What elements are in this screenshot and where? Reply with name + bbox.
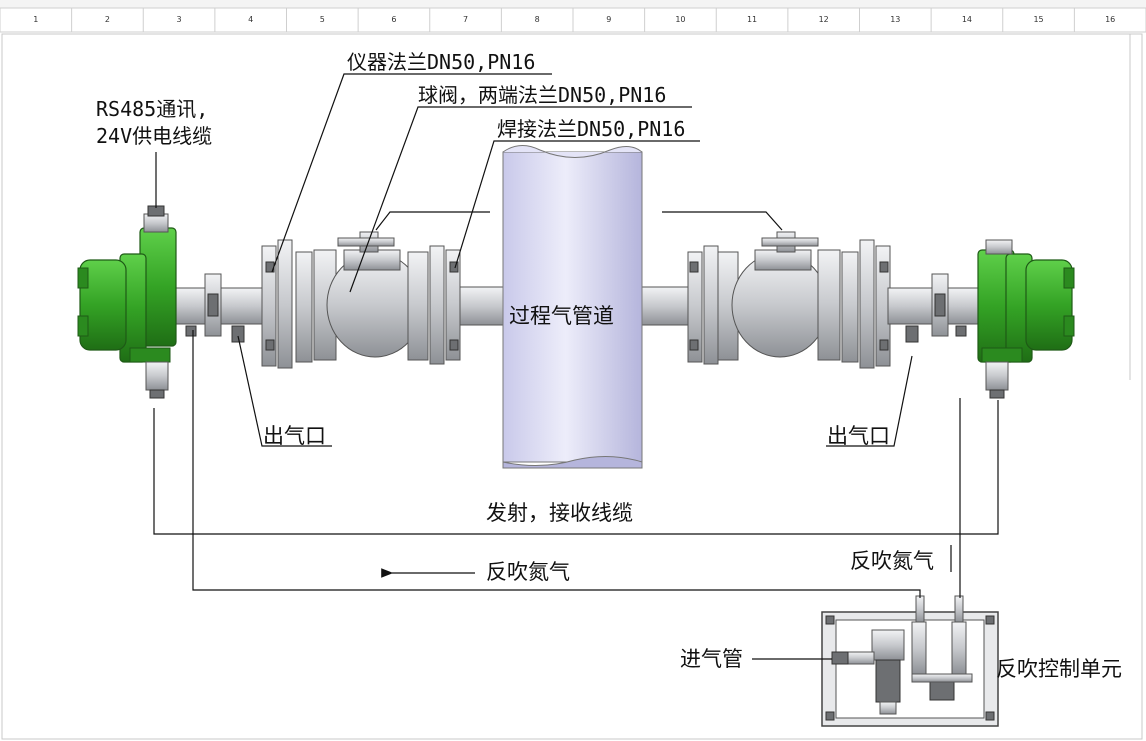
ruler-column-number: 1 <box>33 15 38 24</box>
ruler-column-number: 3 <box>177 15 182 24</box>
left-purge-fitting <box>145 361 169 391</box>
ruler-column-number: 16 <box>1105 15 1115 24</box>
purge-n2-line-left <box>192 330 921 598</box>
inlet-fitting <box>831 651 849 665</box>
label-outlet-left: 出气口 <box>263 424 326 448</box>
label-purge-n2-right: 反吹氮气 <box>850 549 934 573</box>
left-instrument-flange <box>261 245 277 367</box>
purge-outlet-left <box>915 595 925 623</box>
ruler-column-number: 14 <box>962 15 972 24</box>
label-instrument-flange: 仪器法兰DN50,PN16 <box>347 50 535 74</box>
right-purge-fitting <box>985 361 1009 391</box>
right-assembly <box>662 211 1075 399</box>
ruler-column-number: 5 <box>320 15 325 24</box>
label-process-pipe: 过程气管道 <box>509 304 614 328</box>
purge-outlet-right <box>954 595 964 623</box>
labels: 仪器法兰DN50,PN16 球阀，两端法兰DN50,PN16 焊接法兰DN50,… <box>96 50 1122 681</box>
label-purge-control-unit: 反吹控制单元 <box>996 657 1122 681</box>
label-tx-rx-cable: 发射，接收线缆 <box>486 501 633 525</box>
purge-control-unit <box>821 595 999 727</box>
ruler-column-number: 8 <box>535 15 540 24</box>
drawing-frame <box>1 33 1143 740</box>
process-gas-pipe <box>502 145 643 469</box>
ruler-column-number: 15 <box>1033 15 1043 24</box>
leader-lines <box>237 73 913 447</box>
ruler-column-number: 2 <box>105 15 110 24</box>
right-weld-flange <box>687 251 703 363</box>
label-ball-valve: 球阀，两端法兰DN50,PN16 <box>418 83 666 107</box>
ruler-column-number: 7 <box>463 15 468 24</box>
right-valve-flange <box>817 249 841 361</box>
right-valve-handle <box>662 211 783 231</box>
cable-lines <box>153 152 999 660</box>
ruler-column-number: 4 <box>248 15 253 24</box>
ruler-column-number: 9 <box>606 15 611 24</box>
label-purge-n2-left: 反吹氮气 <box>486 560 570 584</box>
label-weld-flange: 焊接法兰DN50,PN16 <box>497 117 685 141</box>
ruler-column-number: 12 <box>819 15 829 24</box>
tx-rx-cable-line <box>153 400 999 535</box>
right-instrument-flange <box>859 239 875 369</box>
left-spool <box>174 287 271 325</box>
ruler-column-number: 13 <box>890 15 900 24</box>
left-assembly <box>77 205 490 399</box>
ruler-column-number: 10 <box>675 15 685 24</box>
label-outlet-right: 出气口 <box>827 424 890 448</box>
ruler-column-number: 11 <box>747 15 757 24</box>
label-inlet-pipe: 进气管 <box>680 647 743 671</box>
left-valve-handle <box>375 211 490 231</box>
left-weld-flange <box>429 245 445 365</box>
right-analyzer-head <box>977 249 1075 363</box>
left-cable-gland <box>143 213 169 233</box>
ruler-column-number: 6 <box>391 15 396 24</box>
label-comm-line1: RS485通讯, <box>96 97 208 121</box>
label-comm-line2: 24V供电线缆 <box>96 124 212 148</box>
left-analyzer-head <box>77 227 177 363</box>
right-cable-gland <box>985 239 1013 255</box>
